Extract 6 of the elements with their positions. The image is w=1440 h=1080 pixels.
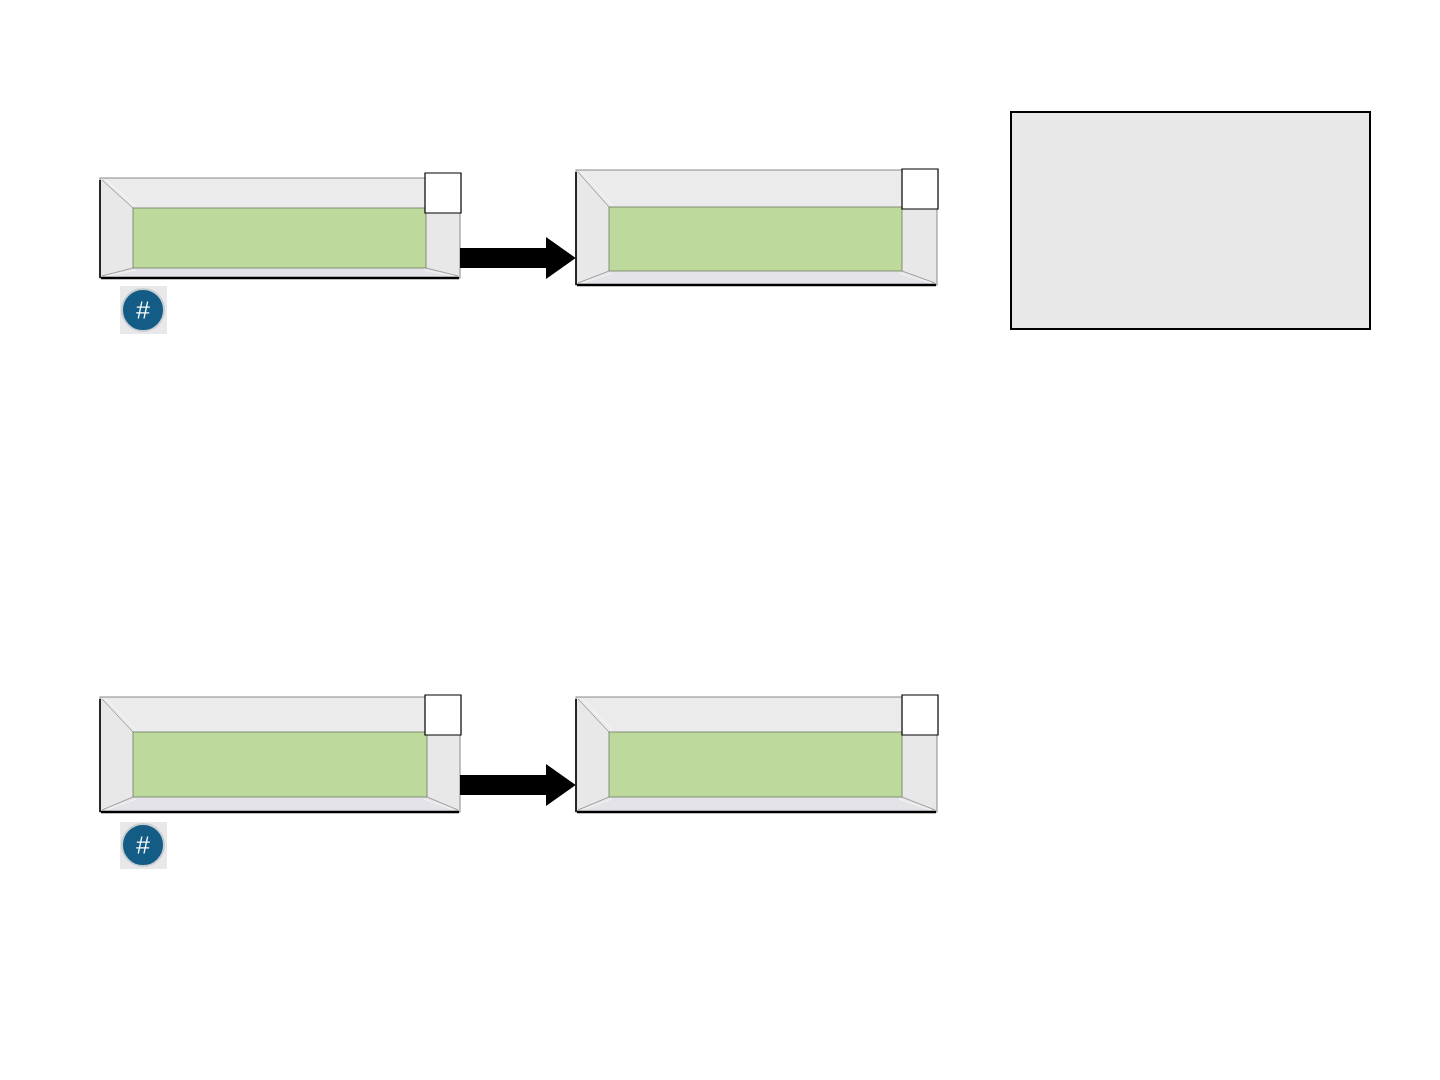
lcd-screen: [575, 696, 938, 814]
lcd-screen: [99, 177, 461, 280]
lcd-screen: [99, 696, 461, 814]
key-button: #: [120, 286, 167, 334]
key-button: #: [120, 822, 167, 869]
lcd-screen: [575, 169, 938, 287]
